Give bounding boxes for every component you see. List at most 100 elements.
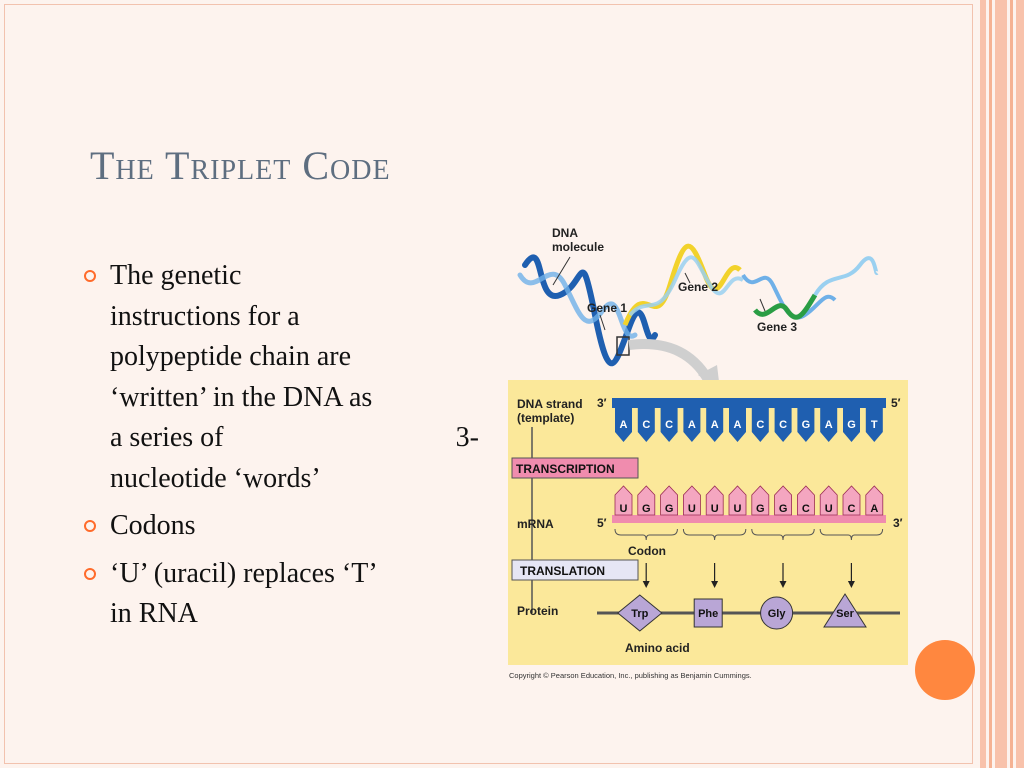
mrna-base (637, 485, 656, 516)
transcription-label: TRANSCRIPTION (516, 462, 615, 476)
decor-stripe (995, 0, 1007, 768)
bullet-item: ‘U’ (uracil) replaces ‘T’ in RNA (84, 554, 479, 635)
amino-acid-label-text: Trp (631, 608, 648, 620)
mrna-base-letter: A (870, 503, 878, 515)
ring-bullet-icon (84, 520, 96, 532)
mrna-label: mRNA (517, 517, 554, 531)
transcription-box (511, 457, 639, 479)
slide-border (4, 4, 973, 764)
dna-base-letter: A (620, 419, 628, 431)
bullet-line: nucleotide ‘words’ (110, 462, 321, 494)
mrna-base-letter: C (848, 503, 856, 515)
dna-base-letter: A (734, 419, 742, 431)
bullet-item: The genetic instructions for a polypepti… (84, 256, 479, 499)
dna-base (637, 408, 655, 442)
mrna-base (819, 485, 838, 516)
mrna-base-letter: U (734, 503, 742, 515)
slide-title: The Triplet Code (90, 143, 391, 188)
amino-acid-shape (693, 598, 723, 628)
bullet-line: instructions for a (110, 300, 300, 332)
gene-2-label: Gene 2 (678, 280, 718, 294)
gene-1-label: Gene 1 (587, 301, 627, 315)
mrna-base (842, 485, 861, 516)
dna-strand-label: (template) (517, 411, 574, 425)
dna-molecule-label: DNA (552, 226, 578, 240)
triplet-code-figure: DNA molecule Gene 1 Gene 2 Gene 3 DNA st… (508, 226, 908, 680)
mrna-base (705, 485, 724, 516)
codon-brace (614, 528, 678, 541)
codon-brace (819, 528, 884, 541)
dna-five-prime: 5′ (891, 396, 901, 410)
mrna-three-prime: 3′ (893, 516, 903, 530)
amino-acid-shape (617, 594, 663, 632)
mrna-base (751, 485, 770, 516)
mrna-base-letter: U (711, 503, 719, 515)
amino-acid-label-text: Gly (768, 608, 787, 620)
mrna-base (774, 485, 792, 516)
bullet-line: ‘written’ in the DNA as (110, 381, 373, 413)
codon-arrow-head (847, 581, 855, 588)
dna-base-letter: T (871, 419, 878, 431)
dna-three-prime: 3′ (597, 396, 607, 410)
mrna-base (865, 485, 884, 516)
dna-base-letter: A (711, 419, 719, 431)
mrna-base (728, 485, 747, 516)
mrna-five-prime: 5′ (597, 516, 607, 530)
amino-acid-shape (760, 596, 794, 630)
bullet-line-left: a series of (110, 422, 224, 453)
dna-base-letter: C (779, 419, 787, 431)
mrna-base-letter: C (802, 503, 810, 515)
dna-base (774, 408, 792, 442)
bullet-item: Codons (84, 506, 479, 547)
mrna-base-letter: U (620, 503, 628, 515)
dna-molecule-label: molecule (552, 240, 604, 254)
bullet-line: The genetic (110, 260, 242, 291)
mrna-base-letter: G (642, 503, 651, 515)
dna-base (706, 408, 724, 442)
decor-circle (915, 640, 975, 700)
dna-base-letter: C (665, 419, 673, 431)
mrna-base (614, 485, 633, 516)
dna-base (820, 408, 838, 442)
bullet-text: Codons (110, 510, 196, 541)
dna-backbone (612, 398, 886, 408)
dna-base-letter: C (642, 419, 650, 431)
dna-base-letter: G (802, 419, 811, 431)
dna-base (729, 408, 746, 442)
dna-base (615, 408, 632, 442)
dna-base (843, 408, 860, 442)
bullet-line-right: 3- (455, 422, 479, 453)
mrna-backbone (612, 515, 886, 523)
codon-label: Codon (628, 544, 666, 558)
amino-acid-label-text: Ser (836, 608, 854, 620)
copyright-text: Copyright © Pearson Education, Inc., pub… (509, 671, 752, 680)
mrna-base-letter: U (688, 503, 696, 515)
decor-stripe (1010, 0, 1013, 768)
ring-bullet-icon (84, 270, 96, 282)
mrna-base-letter: U (825, 503, 833, 515)
amino-acid-shape (823, 593, 867, 628)
bullet-list: The genetic instructions for a polypepti… (84, 256, 479, 642)
bullet-line: polypeptide chain are (110, 341, 352, 372)
bullet-line: in RNA (110, 598, 198, 629)
dna-base-letter: A (825, 419, 833, 431)
amino-acid-label: Amino acid (625, 641, 690, 655)
gene-3-label: Gene 3 (757, 320, 797, 334)
dna-base (797, 408, 815, 442)
dna-base-letter: G (847, 419, 856, 431)
mrna-base (660, 485, 678, 516)
decor-stripe (980, 0, 986, 768)
mrna-base (683, 485, 701, 516)
dna-base (751, 408, 769, 442)
translation-box (511, 559, 639, 581)
dna-strand-label: DNA strand (517, 397, 583, 411)
bullet-text: The genetic instructions for a polypepti… (110, 256, 479, 499)
ring-bullet-icon (84, 567, 96, 580)
decor-stripe (1016, 0, 1024, 768)
dna-base (865, 408, 883, 442)
dna-base (683, 408, 701, 442)
dna-base (660, 408, 678, 442)
